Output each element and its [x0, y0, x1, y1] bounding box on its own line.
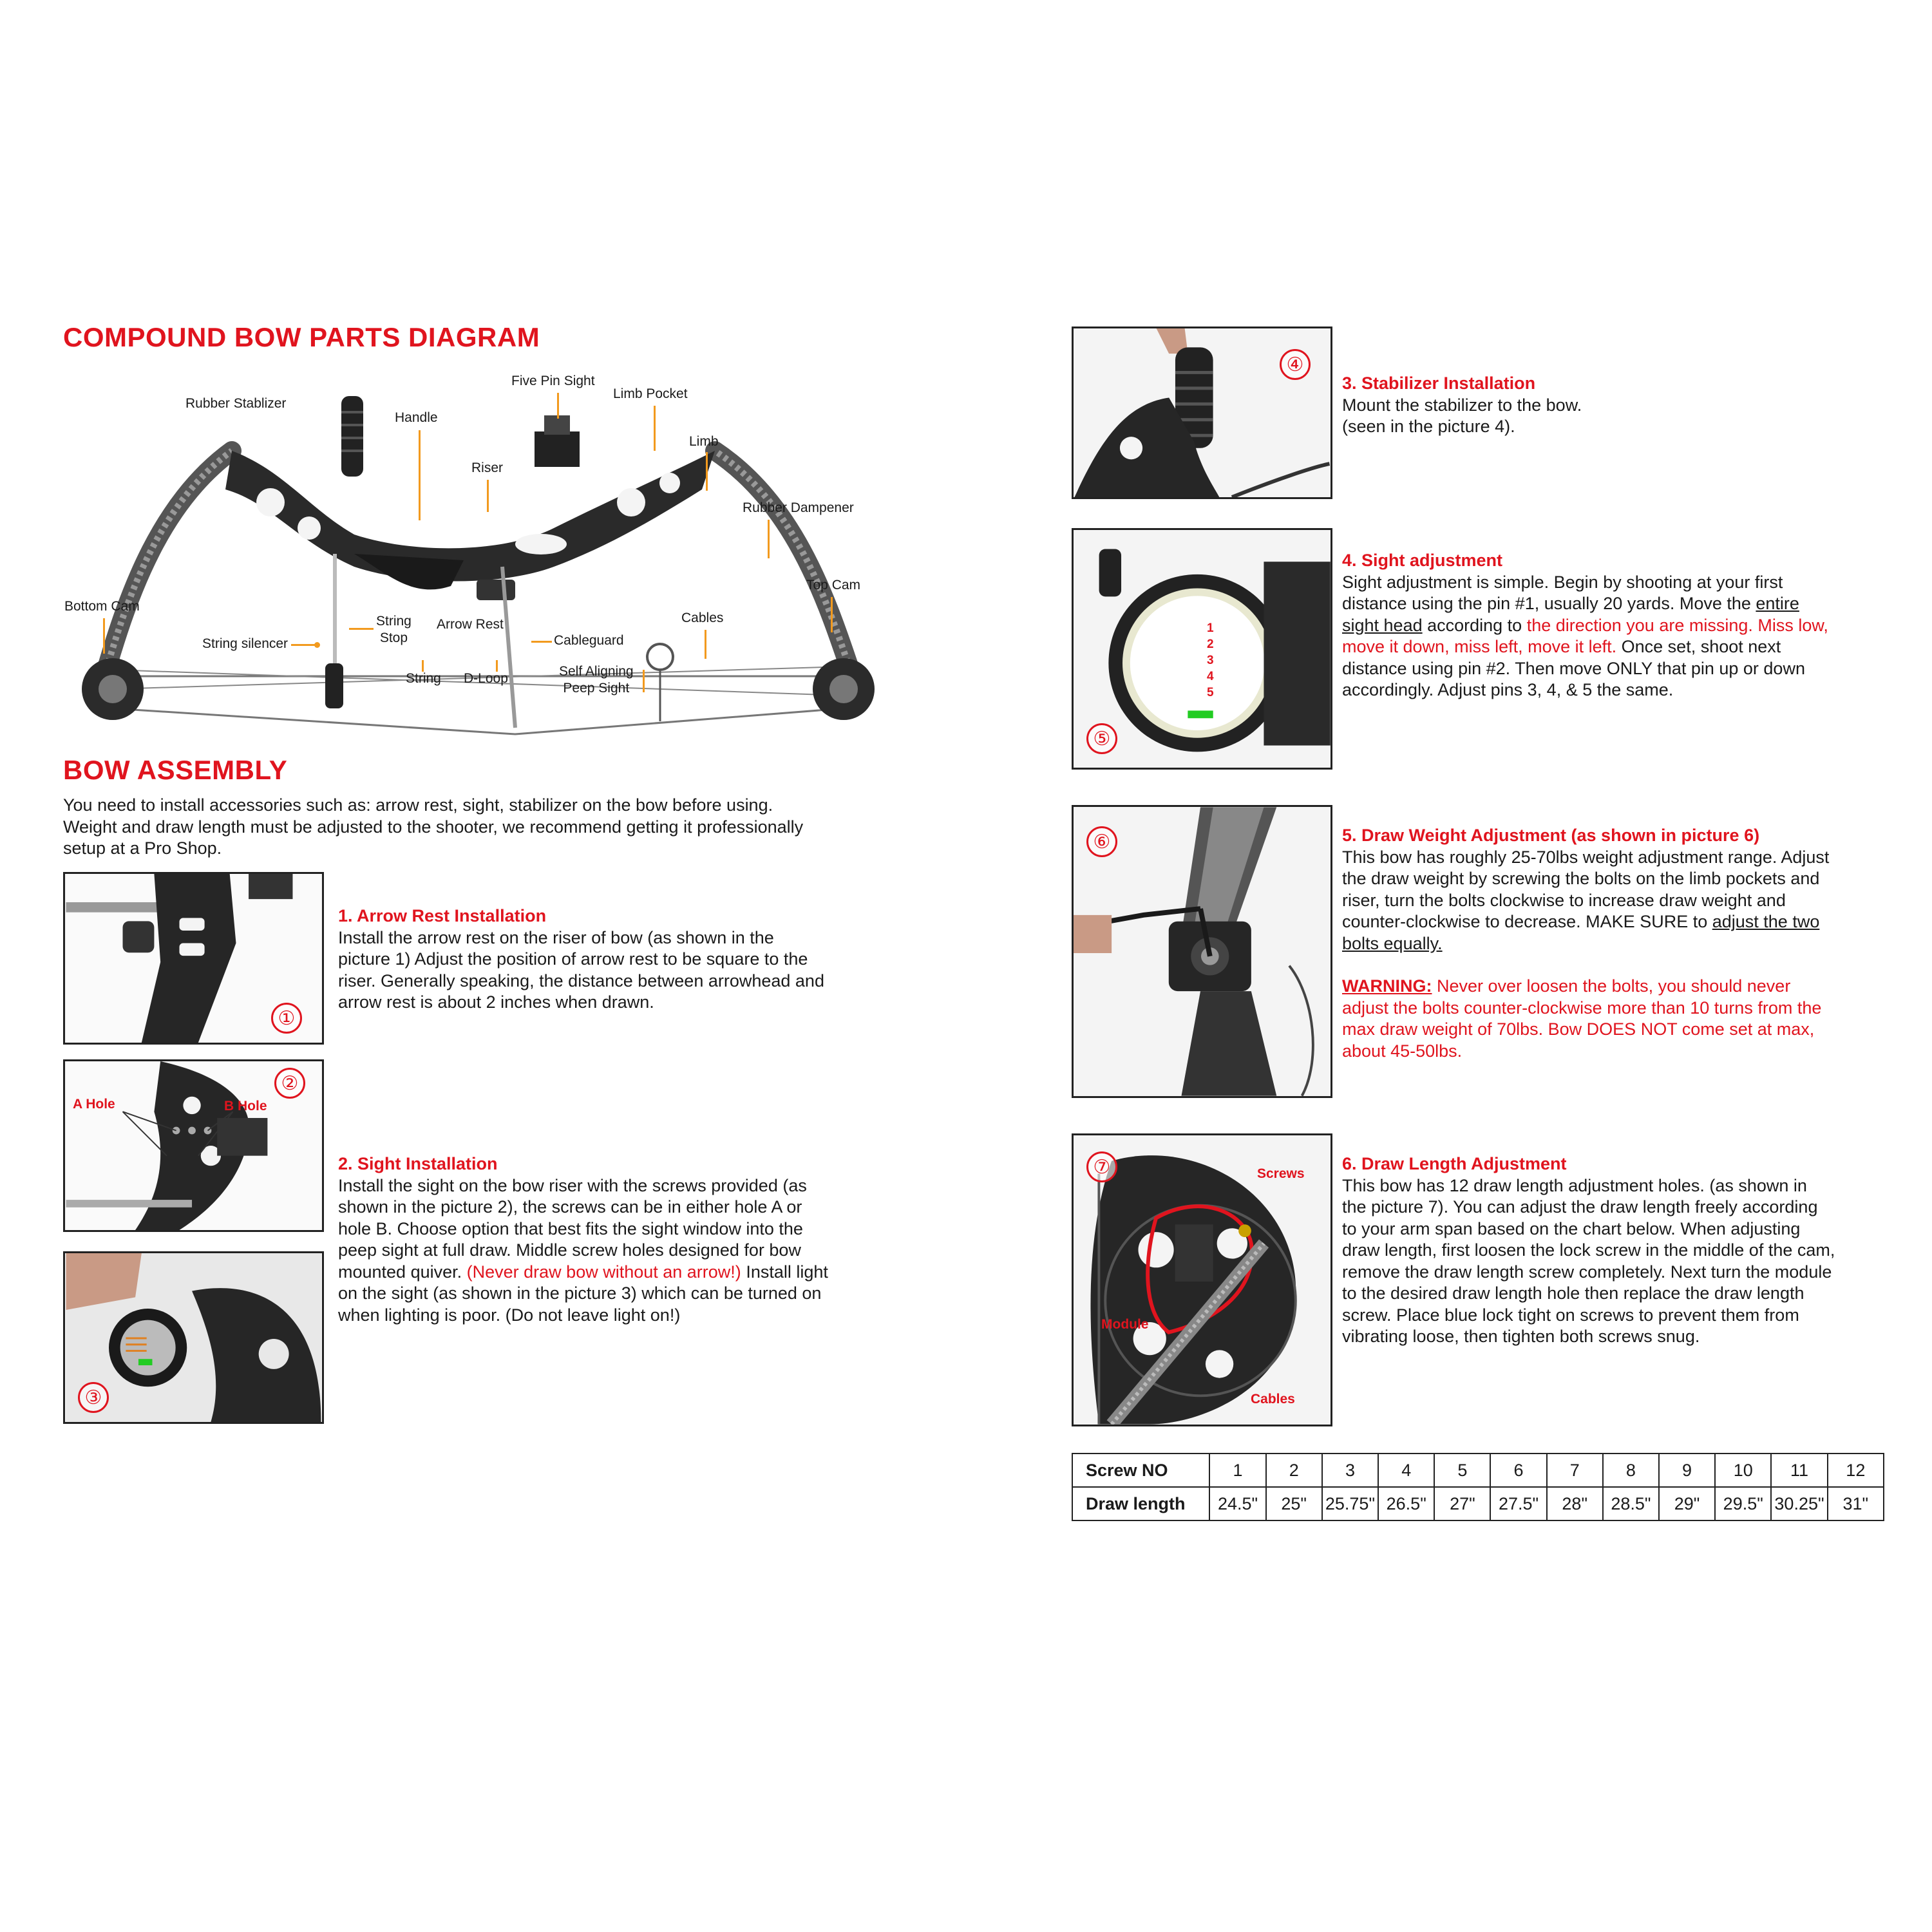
- picture-1-arrow-rest: ①: [63, 872, 324, 1045]
- sight-pins-photo: [1074, 530, 1331, 768]
- table-cell: 7: [1546, 1453, 1604, 1488]
- label-rubber-stablizer: Rubber Stablizer: [185, 396, 287, 411]
- step-3-title: 3. Stabilizer Installation: [1342, 374, 1536, 393]
- table-cell: 10: [1714, 1453, 1772, 1488]
- label-string: String: [406, 671, 441, 686]
- table-header-screw-no: Screw NO: [1071, 1453, 1211, 1488]
- bow-parts-diagram: Rubber Stablizer Handle Five Pin Sight L…: [52, 361, 914, 747]
- table-cell: 31": [1826, 1486, 1885, 1521]
- table-cell: 5: [1434, 1453, 1492, 1488]
- table-cell: 29.5": [1714, 1486, 1772, 1521]
- picture-6-draw-weight: ⑥: [1072, 805, 1332, 1098]
- table-cell: 4: [1378, 1453, 1435, 1488]
- table-cell: 3: [1321, 1453, 1379, 1488]
- label-cableguard: Cableguard: [554, 633, 624, 648]
- step-1-title: 1. Arrow Rest Installation: [338, 906, 547, 925]
- picture-number-6: ⑥: [1086, 826, 1117, 857]
- label-handle: Handle: [395, 410, 438, 425]
- cables-label: Cables: [1251, 1392, 1295, 1406]
- step-4: 4. Sight adjustment Sight adjustment is …: [1342, 550, 1909, 701]
- b-hole-label: B Hole: [224, 1099, 267, 1113]
- draw-weight-photo: [1074, 807, 1331, 1096]
- table-cell: 25": [1265, 1486, 1323, 1521]
- cam-module-photo: [1074, 1135, 1331, 1425]
- picture-number-7: ⑦: [1086, 1151, 1117, 1182]
- table-cell: 28": [1546, 1486, 1604, 1521]
- table-cell: 27": [1434, 1486, 1492, 1521]
- screws-label: Screws: [1257, 1166, 1305, 1181]
- picture-4-stabilizer: ④: [1072, 327, 1332, 499]
- step-5-title: 5. Draw Weight Adjustment (as shown in p…: [1342, 826, 1760, 845]
- picture-2-sight-holes: A Hole B Hole ②: [63, 1059, 324, 1232]
- step-6-title: 6. Draw Length Adjustment: [1342, 1154, 1567, 1173]
- table-cell: 25.75": [1321, 1486, 1379, 1521]
- picture-number-1: ①: [271, 1003, 302, 1034]
- parts-diagram-title: COMPOUND BOW PARTS DIAGRAM: [63, 322, 540, 352]
- bow-assembly-title: BOW ASSEMBLY: [63, 755, 288, 785]
- module-label: Module: [1101, 1317, 1149, 1332]
- table-cell: 6: [1490, 1453, 1548, 1488]
- label-d-loop: D-Loop: [464, 671, 508, 686]
- table-cell: 9: [1658, 1453, 1716, 1488]
- arrow-rest-photo: [66, 874, 321, 1043]
- bow-illustration: [82, 396, 875, 735]
- table-cell: 30.25": [1770, 1486, 1828, 1521]
- step-4-title: 4. Sight adjustment: [1342, 551, 1503, 570]
- assembly-intro: You need to install accessories such as:…: [63, 795, 804, 858]
- picture-number-5: ⑤: [1086, 723, 1117, 754]
- table-cell: 26.5": [1378, 1486, 1435, 1521]
- label-top-cam: Top Cam: [806, 578, 861, 592]
- step-3: 3. Stabilizer Installation Mount the sta…: [1342, 373, 1909, 438]
- table-header-draw-length: Draw length: [1071, 1486, 1211, 1521]
- table-row-draw-length: Draw length 24.5" 25" 25.75" 26.5" 27" 2…: [1071, 1486, 1885, 1521]
- table-cell: 8: [1602, 1453, 1660, 1488]
- table-cell: 12: [1826, 1453, 1885, 1488]
- table-cell: 28.5": [1602, 1486, 1660, 1521]
- label-limb-pocket: Limb Pocket: [613, 386, 688, 401]
- picture-7-draw-length-cam: Screws Module Cables ⑦: [1072, 1133, 1332, 1426]
- label-arrow-rest: Arrow Rest: [437, 617, 504, 632]
- table-cell: 24.5": [1209, 1486, 1267, 1521]
- table-row-screw-no: Screw NO 1 2 3 4 5 6 7 8 9 10 11 12: [1071, 1453, 1885, 1488]
- label-rubber-dampener: Rubber Dampener: [743, 500, 854, 515]
- step-2-title: 2. Sight Installation: [338, 1154, 498, 1173]
- label-peep-sight: Self Aligning Peep Sight: [559, 664, 634, 696]
- step-6: 6. Draw Length Adjustment This bow has 1…: [1342, 1153, 1915, 1348]
- label-cables: Cables: [681, 611, 724, 625]
- label-bottom-cam: Bottom Cam: [64, 599, 140, 614]
- label-string-stop: String Stop: [376, 614, 412, 645]
- picture-number-2: ②: [274, 1068, 305, 1099]
- picture-3-sight-light: ③: [63, 1251, 324, 1424]
- table-cell: 1: [1209, 1453, 1267, 1488]
- picture-number-3: ③: [78, 1382, 109, 1413]
- table-cell: 29": [1658, 1486, 1716, 1521]
- sight-pin-numbers: 1 2 3 4 5: [1207, 621, 1214, 699]
- picture-number-4: ④: [1280, 349, 1311, 380]
- label-limb: Limb: [689, 434, 719, 449]
- draw-length-table: Screw NO 1 2 3 4 5 6 7 8 9 10 11 12 Draw…: [1071, 1453, 1885, 1521]
- step-5: 5. Draw Weight Adjustment (as shown in p…: [1342, 825, 1909, 1062]
- warning-label: WARNING:: [1342, 976, 1432, 996]
- label-string-silencer: String silencer: [202, 636, 289, 651]
- stabilizer-photo: [1074, 328, 1331, 497]
- label-riser: Riser: [471, 460, 504, 475]
- picture-5-sight-pins: 1 2 3 4 5 ⑤: [1072, 528, 1332, 770]
- table-cell: 11: [1770, 1453, 1828, 1488]
- step-1: 1. Arrow Rest Installation Install the a…: [338, 905, 918, 1014]
- label-five-pin-sight: Five Pin Sight: [511, 374, 595, 388]
- table-cell: 27.5": [1490, 1486, 1548, 1521]
- a-hole-label: A Hole: [73, 1097, 115, 1112]
- table-cell: 2: [1265, 1453, 1323, 1488]
- step-2: 2. Sight Installation Install the sight …: [338, 1153, 918, 1326]
